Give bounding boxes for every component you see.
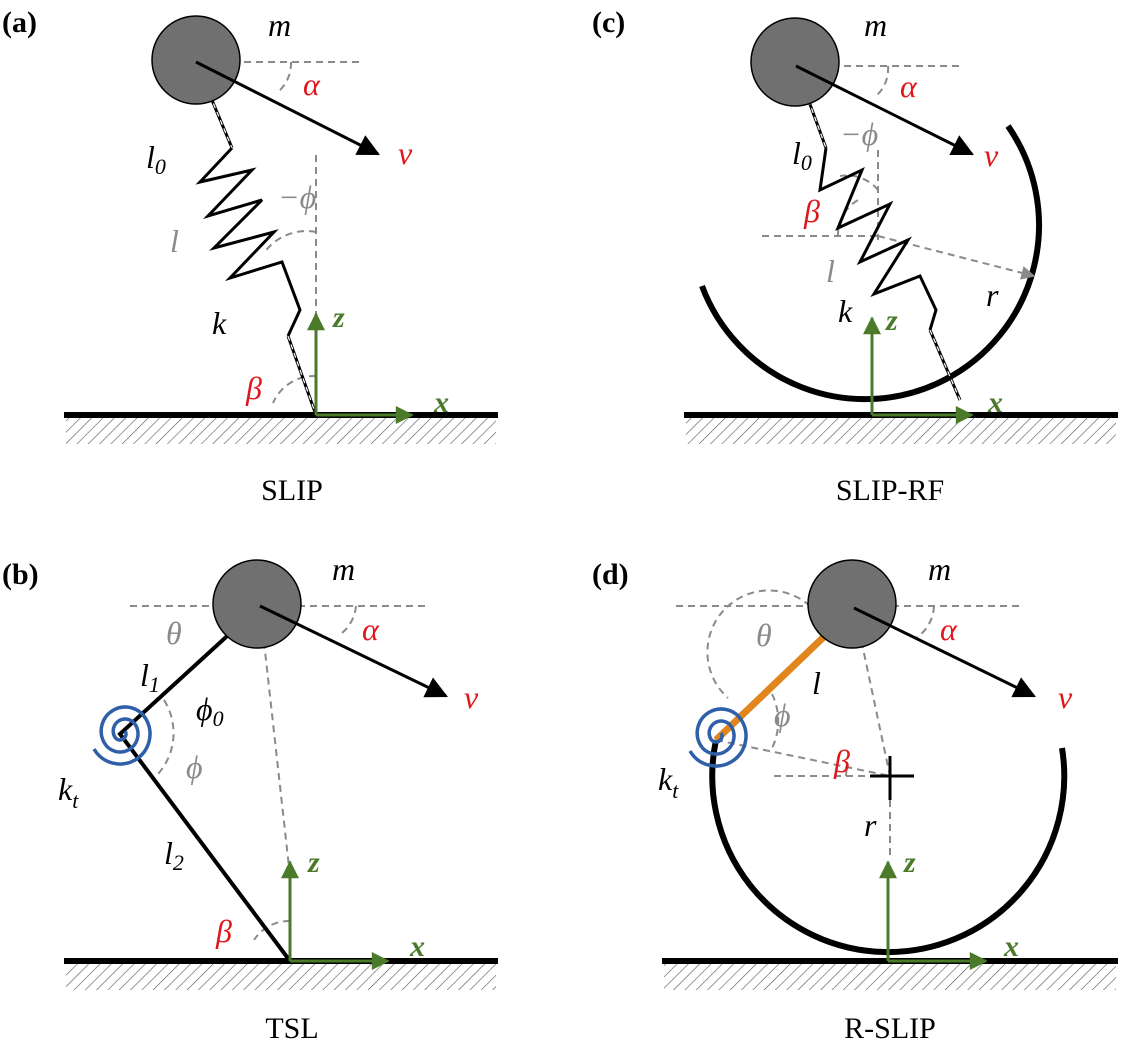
panel-d-caption: R-SLIP (844, 1012, 936, 1044)
panel-c-label-phi: −ϕ (840, 116, 878, 152)
panel-c-label-l0: l0 (792, 135, 812, 175)
panel-a-letter: (a) (2, 6, 37, 39)
panel-d-label-kt: kt (658, 761, 679, 803)
panel-b-label-theta: θ (166, 615, 182, 651)
panel-d-beta-arc (845, 763, 849, 777)
panel-c-alpha-arc (875, 65, 890, 97)
panel-a-spring (195, 146, 302, 337)
panel-c-label-z: z (885, 304, 898, 337)
panel-d-ground-hatch (664, 962, 1116, 990)
panel-a-label-l0: l0 (146, 139, 166, 179)
panel-b-beta-arc (253, 919, 291, 941)
panel-b-label-l1: l1 (140, 657, 160, 697)
panel-d-label-v: v (1058, 679, 1073, 715)
panel-b-mass (212, 559, 302, 649)
panel-d-hip-center-ref (715, 739, 891, 777)
panel-c-caption: SLIP-RF (836, 474, 944, 507)
panel-d-r-slip: (d) m θ α l v ϕ kt (592, 551, 1118, 1044)
panel-a-slip: (a) m α v l0 −ϕ l k β z x SLIP (2, 6, 498, 507)
panel-a-beta-arc (272, 374, 317, 404)
panel-a-ground-hatch (66, 416, 496, 444)
panel-a-mass (151, 15, 241, 105)
panel-d-label-m: m (928, 551, 951, 587)
panel-a-label-alpha: α (303, 66, 321, 102)
panel-d-label-r: r (864, 807, 877, 843)
panel-a-label-beta: β (245, 370, 262, 406)
panel-d-theta-arc (706, 589, 811, 699)
panel-a-velocity-arrow (195, 60, 380, 156)
panel-c-label-v: v (984, 137, 999, 173)
spiral-icon (92, 705, 152, 766)
panel-a-caption: SLIP (261, 474, 323, 507)
panel-b-velocity-arrow (259, 604, 448, 698)
panel-d-label-l: l (812, 665, 821, 701)
panel-a-alpha-arc (277, 61, 293, 93)
panel-d-label-beta: β (833, 743, 850, 779)
panel-b-two-segment-leg (117, 604, 292, 963)
panel-b-label-l2: l2 (164, 835, 184, 875)
panel-b-label-x: x (409, 930, 425, 963)
panel-c-label-beta: β (803, 193, 820, 229)
panel-c-phi-arc (839, 174, 879, 191)
panel-b-ground-hatch (66, 962, 496, 990)
panel-d-phi-arc (769, 693, 780, 753)
panel-a-label-v: v (398, 135, 413, 171)
panel-c-ground-hatch (686, 416, 1116, 444)
panel-d-rolling-foot (709, 739, 1068, 956)
panel-d-letter: (d) (592, 558, 629, 591)
panel-b-phi-arc (151, 699, 175, 781)
panel-c-rolling-foot (699, 124, 1042, 403)
panel-c-label-r: r (986, 277, 999, 313)
panel-c-velocity-arrow (795, 64, 974, 156)
panel-b-label-v: v (464, 679, 479, 715)
panel-a-label-k: k (212, 305, 227, 341)
panel-d-alpha-arc (915, 605, 935, 639)
panel-b-body-foot-ref (259, 605, 291, 877)
panel-c-spring (818, 147, 938, 331)
panel-b-letter: (b) (2, 558, 39, 591)
panel-c-label-m: m (864, 7, 887, 43)
panel-c-label-x: x (987, 386, 1003, 419)
panel-d-label-z: z (903, 846, 916, 879)
panel-b-caption: TSL (265, 1012, 318, 1044)
panel-b-alpha-arc (337, 605, 357, 637)
panel-c-mass (750, 17, 840, 107)
panel-c-label-alpha: α (900, 68, 918, 104)
panel-c-label-k: k (838, 293, 853, 329)
panel-c-letter: (c) (592, 6, 625, 39)
panel-b-label-phi0: ϕ0 (196, 691, 224, 731)
panel-c-beta-arc (836, 197, 863, 237)
panel-b-label-phi: ϕ (186, 749, 203, 785)
panel-b-label-beta: β (215, 913, 232, 949)
panel-a-label-l: l (170, 223, 179, 259)
spiral-icon (688, 707, 748, 768)
panel-a-phi-arc (263, 230, 317, 254)
panel-a-label-z: z (332, 301, 345, 334)
panel-b-label-m: m (332, 551, 355, 587)
panel-a-label-phi: −ϕ (278, 179, 316, 215)
panel-a-label-x: x (433, 386, 449, 419)
panel-b-label-kt: kt (58, 771, 79, 813)
crosshair-icon (870, 756, 914, 800)
panel-b-tsl: (b) m θ α v l1 ϕ0 ϕ kt l2 β z x TSL (2, 551, 498, 1044)
panel-c-label-l: l (826, 253, 835, 289)
panel-c-slip-rf: (c) m α v −ϕ l0 β l r k z x SLIP-RF (592, 6, 1118, 507)
panel-b-label-z: z (307, 846, 320, 879)
panel-b-label-alpha: α (362, 611, 380, 647)
panel-d-label-phi: ϕ (774, 697, 791, 733)
panel-d-label-alpha: α (940, 611, 958, 647)
panel-d-label-x: x (1003, 930, 1019, 963)
panel-d-mass (807, 559, 897, 649)
panel-d-label-theta: θ (756, 617, 772, 653)
panel-a-label-m: m (268, 7, 291, 43)
panel-d-velocity-arrow (853, 606, 1036, 698)
